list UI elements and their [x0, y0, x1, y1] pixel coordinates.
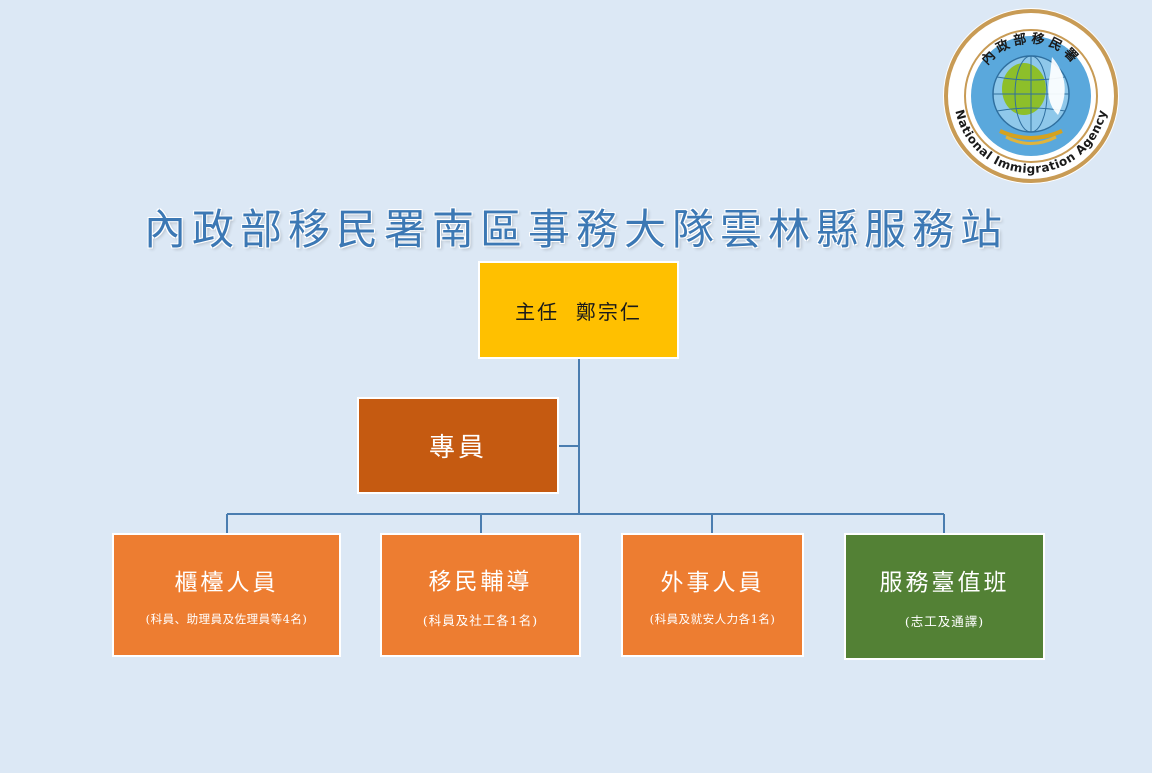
unit-note: (科員及社工各1名)	[422, 612, 539, 628]
unit-node-foreign-affairs: 外事人員 (科員及就安人力各1名)	[621, 533, 804, 657]
unit-name: 服務臺值班	[879, 570, 1010, 596]
unit-name: 移民輔導	[428, 568, 533, 595]
unit-node-counter-staff: 櫃檯人員 (科員、助理員及佐理員等4名)	[112, 533, 341, 657]
director-node: 主任 鄭宗仁	[478, 261, 679, 359]
unit-name: 櫃檯人員	[174, 570, 279, 596]
page-title: 內政部移民署南區事務大隊雲林縣服務站	[143, 205, 1008, 254]
unit-note: (志工及通譯)	[904, 614, 985, 629]
specialist-node: 專員	[357, 397, 559, 494]
unit-node-service-desk: 服務臺值班 (志工及通譯)	[844, 533, 1045, 660]
specialist-label: 專員	[428, 433, 487, 463]
national-immigration-agency-seal-icon: 內政部移民署 National Immigration Agency	[943, 8, 1119, 184]
unit-note: (科員及就安人力各1名)	[649, 612, 776, 626]
unit-name: 外事人員	[660, 570, 765, 596]
unit-node-immigration-counseling: 移民輔導 (科員及社工各1名)	[380, 533, 581, 657]
unit-note: (科員、助理員及佐理員等4名)	[145, 612, 308, 626]
director-label: 主任 鄭宗仁	[515, 299, 642, 324]
